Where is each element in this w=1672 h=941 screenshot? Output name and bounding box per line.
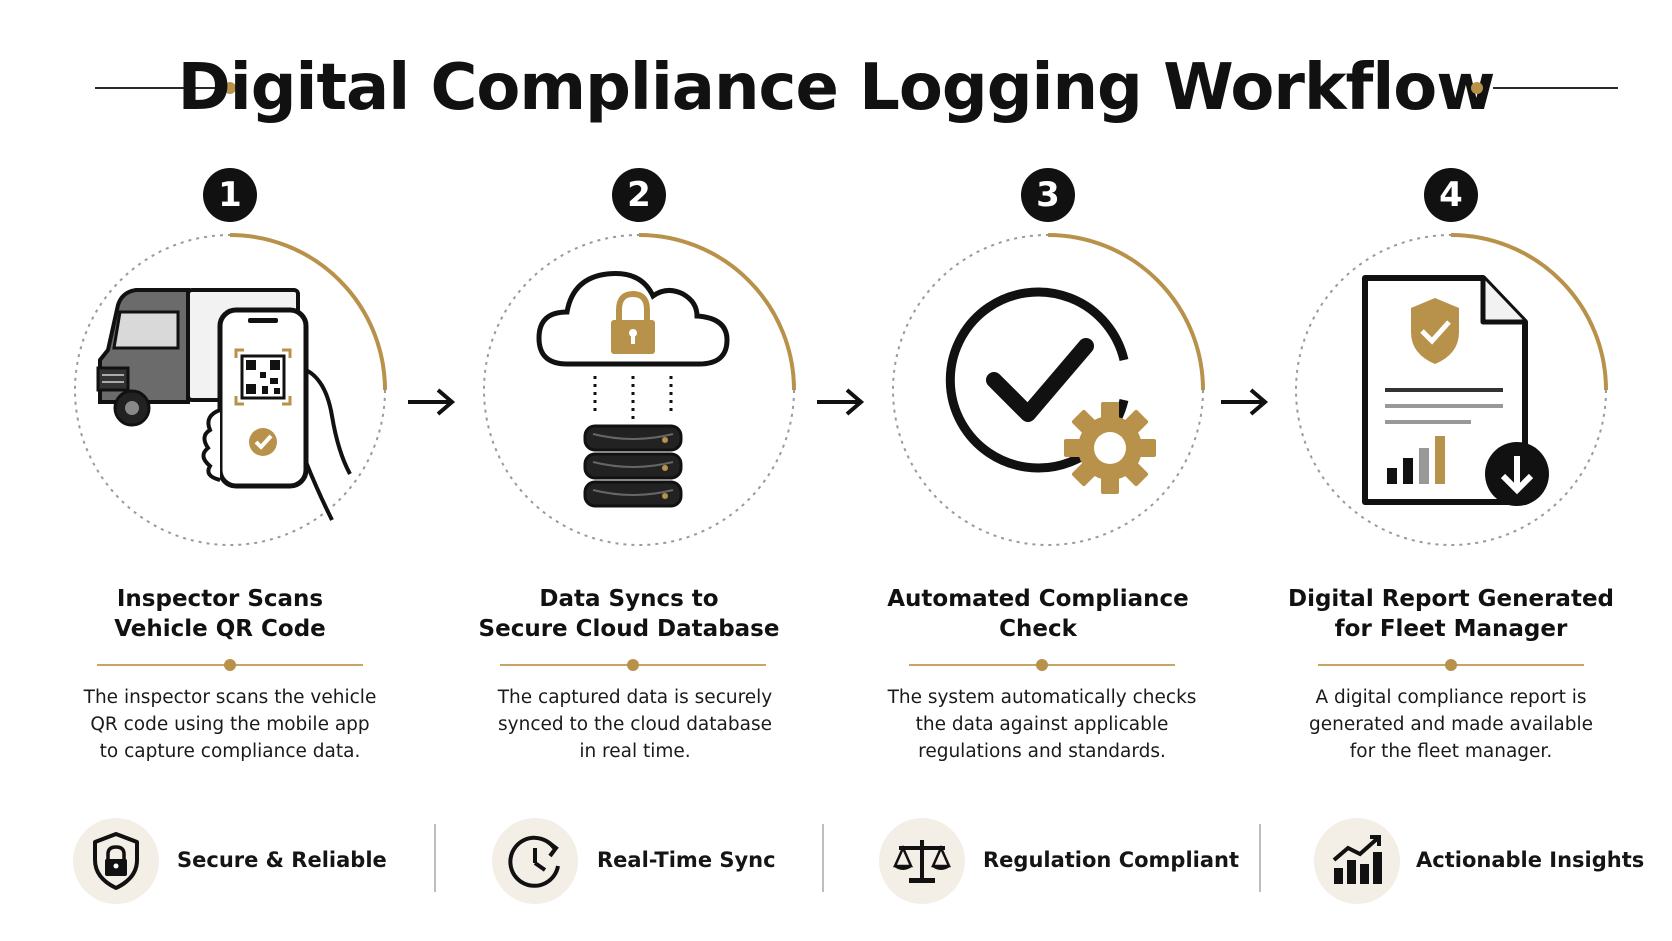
balance-scale-icon (879, 818, 965, 904)
step-1-title-line-1: Inspector Scans (116, 586, 324, 612)
truck-phone-qr-icon (96, 288, 352, 521)
step-3-progress-arc (1047, 233, 1205, 391)
step-4-title-line-2: for Fleet Manager (1334, 616, 1568, 642)
step-4-illustration (1295, 233, 1608, 546)
step-4-badge: 4 (1424, 168, 1478, 222)
step-3-divider-dot (1036, 659, 1048, 671)
step-3-illustration (892, 233, 1205, 546)
step-2-progress-arc (638, 233, 796, 391)
step-2-title: Data Syncs to Secure Cloud Database (464, 584, 794, 644)
feature-label-insights: Actionable Insights (1416, 848, 1645, 872)
feature-label-compliant: Regulation Compliant (983, 848, 1239, 872)
step-1-description-line-2: QR code using the mobile app (90, 714, 370, 735)
step-2-description: The captured data is securely synced to … (470, 684, 800, 765)
title-row: Digital Compliance Logging Workflow (0, 48, 1672, 128)
step-3-title-line-2: Check (999, 616, 1077, 642)
step-1-divider-dot (224, 659, 236, 671)
step-1-progress-arc (229, 233, 387, 391)
title-rule-right (1493, 87, 1618, 89)
step-4-description: A digital compliance report is generated… (1286, 684, 1616, 765)
step-2-description-line-1: The captured data is securely (497, 687, 773, 708)
arrow-step-1-to-2 (408, 388, 456, 416)
title-dot-left (224, 82, 236, 94)
clock-sync-icon (492, 818, 578, 904)
step-3-description-line-2: the data against applicable (915, 714, 1169, 735)
step-2-description-line-2: synced to the cloud database (498, 714, 772, 735)
step-2-illustration (483, 233, 796, 546)
step-4-progress-arc (1450, 233, 1608, 391)
feature-label-realtime: Real-Time Sync (597, 848, 776, 872)
report-download-icon (1362, 275, 1549, 506)
step-2-badge: 2 (612, 168, 666, 222)
step-4-title: Digital Report Generated for Fleet Manag… (1286, 584, 1616, 644)
checkmark-gear-icon (945, 287, 1156, 494)
feature-separator-2 (822, 824, 824, 892)
step-1-description: The inspector scans the vehicle QR code … (65, 684, 395, 765)
step-2-description-line-3: in real time. (579, 741, 691, 762)
feature-label-secure: Secure & Reliable (177, 848, 387, 872)
step-4-divider-dot (1445, 659, 1457, 671)
step-2-title-line-2: Secure Cloud Database (478, 616, 780, 642)
step-4-description-line-2: generated and made available (1309, 714, 1593, 735)
step-3-description-line-3: regulations and standards. (918, 741, 1166, 762)
title-rule-left (95, 87, 220, 89)
step-3-title-line-1: Automated Compliance (887, 586, 1189, 612)
step-1-title: Inspector Scans Vehicle QR Code (55, 584, 385, 644)
step-4-title-line-1: Digital Report Generated (1287, 586, 1615, 612)
step-1-description-line-1: The inspector scans the vehicle (83, 687, 377, 708)
step-4-description-line-3: for the fleet manager. (1349, 741, 1553, 762)
shield-lock-icon (73, 818, 159, 904)
step-3-badge: 3 (1021, 168, 1075, 222)
step-4-description-line-1: A digital compliance report is (1315, 687, 1587, 708)
step-1-badge: 1 (203, 168, 257, 222)
arrow-step-2-to-3 (817, 388, 865, 416)
feature-separator-1 (434, 824, 436, 892)
step-1-description-line-3: to capture compliance data. (99, 741, 361, 762)
feature-separator-3 (1259, 824, 1261, 892)
arrow-step-3-to-4 (1221, 388, 1269, 416)
step-1-illustration (74, 233, 387, 546)
step-2-divider-dot (627, 659, 639, 671)
step-1-title-line-2: Vehicle QR Code (114, 616, 326, 642)
step-3-description-line-1: The system automatically checks (887, 687, 1197, 708)
step-2-title-line-1: Data Syncs to (539, 586, 719, 612)
cloud-lock-database-icon (536, 270, 730, 508)
title-dot-right (1471, 82, 1483, 94)
step-3-title: Automated Compliance Check (873, 584, 1203, 644)
page-title: Digital Compliance Logging Workflow (177, 51, 1496, 125)
step-3-description: The system automatically checks the data… (877, 684, 1207, 765)
growth-chart-icon (1314, 818, 1400, 904)
